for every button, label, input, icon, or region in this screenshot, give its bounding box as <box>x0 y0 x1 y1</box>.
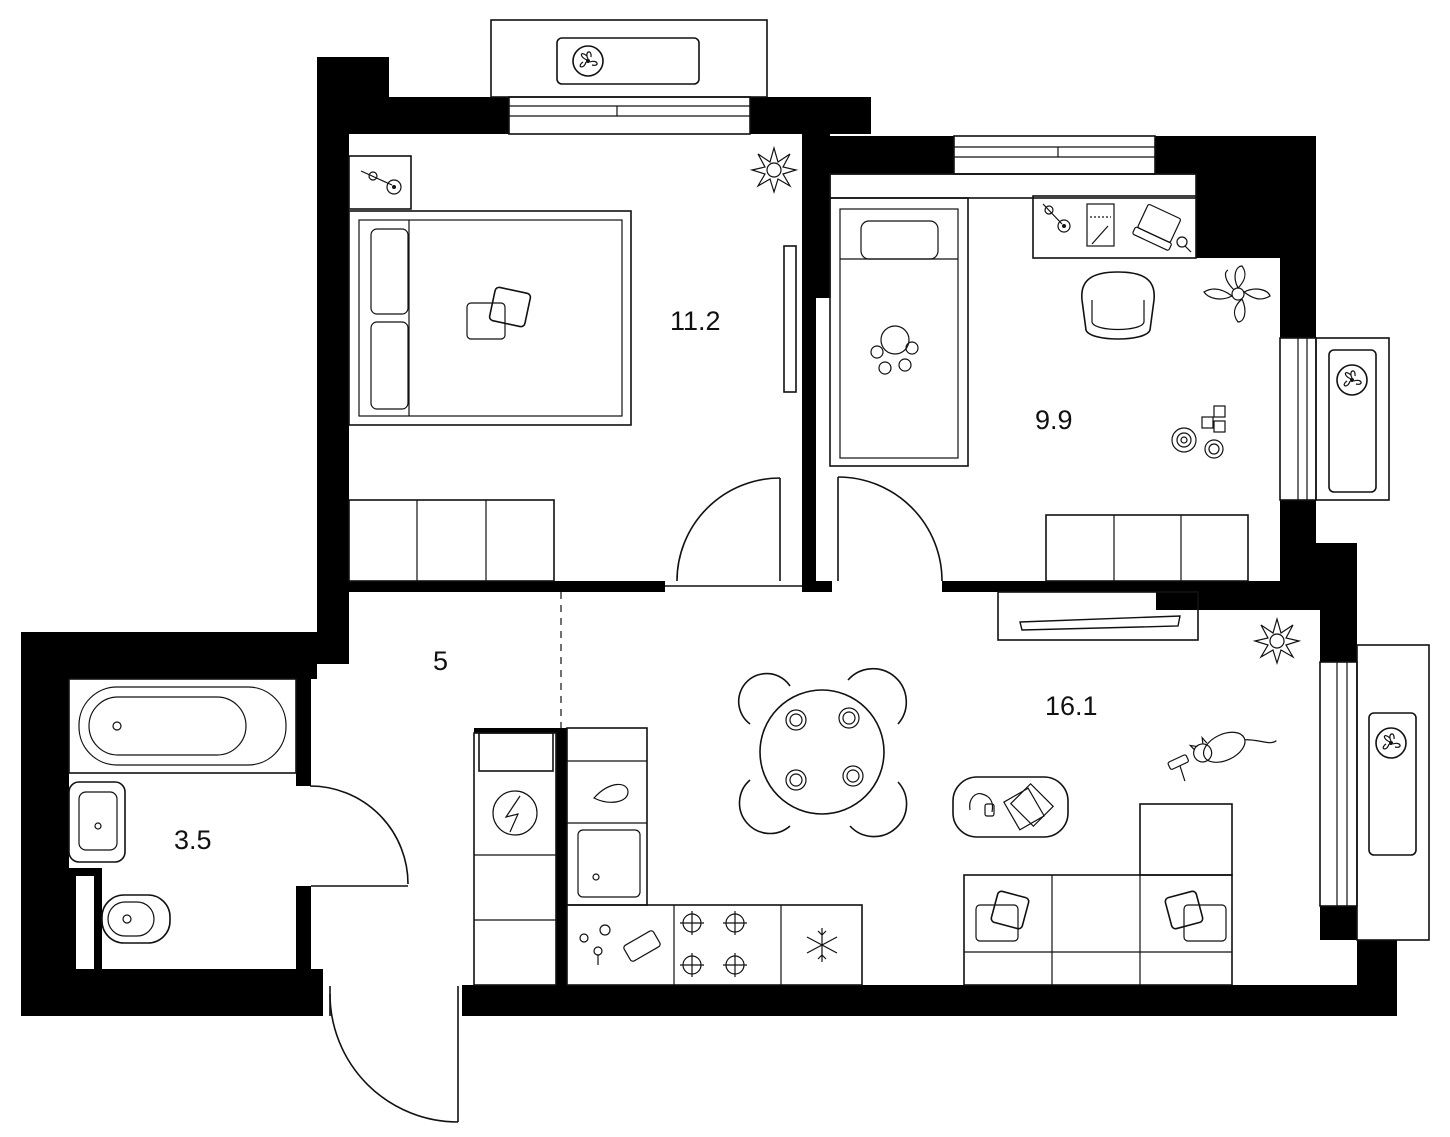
fan-icon <box>572 45 604 77</box>
kids-room-furniture <box>829 173 1271 582</box>
bathroom-fixtures <box>68 678 297 944</box>
lamp-icon <box>1042 203 1071 233</box>
plant-icon <box>1252 616 1302 666</box>
snowflake-icon <box>806 928 838 962</box>
bedroom-furniture <box>348 145 799 582</box>
pillow-icon <box>975 890 1227 942</box>
headphones-icon <box>969 793 995 817</box>
plant-icon <box>1203 265 1271 323</box>
lamp-icon <box>360 170 402 195</box>
area-label-bathroom: 3.5 <box>174 825 212 855</box>
stove-icon <box>680 911 747 977</box>
dining-table <box>737 667 908 838</box>
walls <box>21 57 1397 1016</box>
cat-icon <box>1167 731 1277 782</box>
coffee-table <box>952 776 1069 838</box>
laptop-icon <box>1132 203 1182 251</box>
toys-icon <box>1171 405 1226 459</box>
pillow-icon <box>466 286 532 340</box>
plant-icon <box>749 145 799 195</box>
doors <box>309 476 943 1123</box>
fan-icon <box>1375 727 1407 759</box>
area-label-kitchen-living: 16.1 <box>1045 691 1098 721</box>
area-label-kids-room: 9.9 <box>1035 405 1073 435</box>
kitchen-units <box>473 727 863 986</box>
sofa <box>963 803 1233 986</box>
desk-chair <box>1081 271 1155 340</box>
toys-icon <box>870 325 919 375</box>
balconies <box>490 19 1430 941</box>
fan-icon <box>1336 364 1368 396</box>
lightning-icon <box>492 790 538 836</box>
area-label-bedroom: 11.2 <box>670 306 721 336</box>
utensils-icon <box>579 924 661 965</box>
living-furniture <box>737 591 1302 986</box>
area-label-hallway: 5 <box>433 646 448 676</box>
